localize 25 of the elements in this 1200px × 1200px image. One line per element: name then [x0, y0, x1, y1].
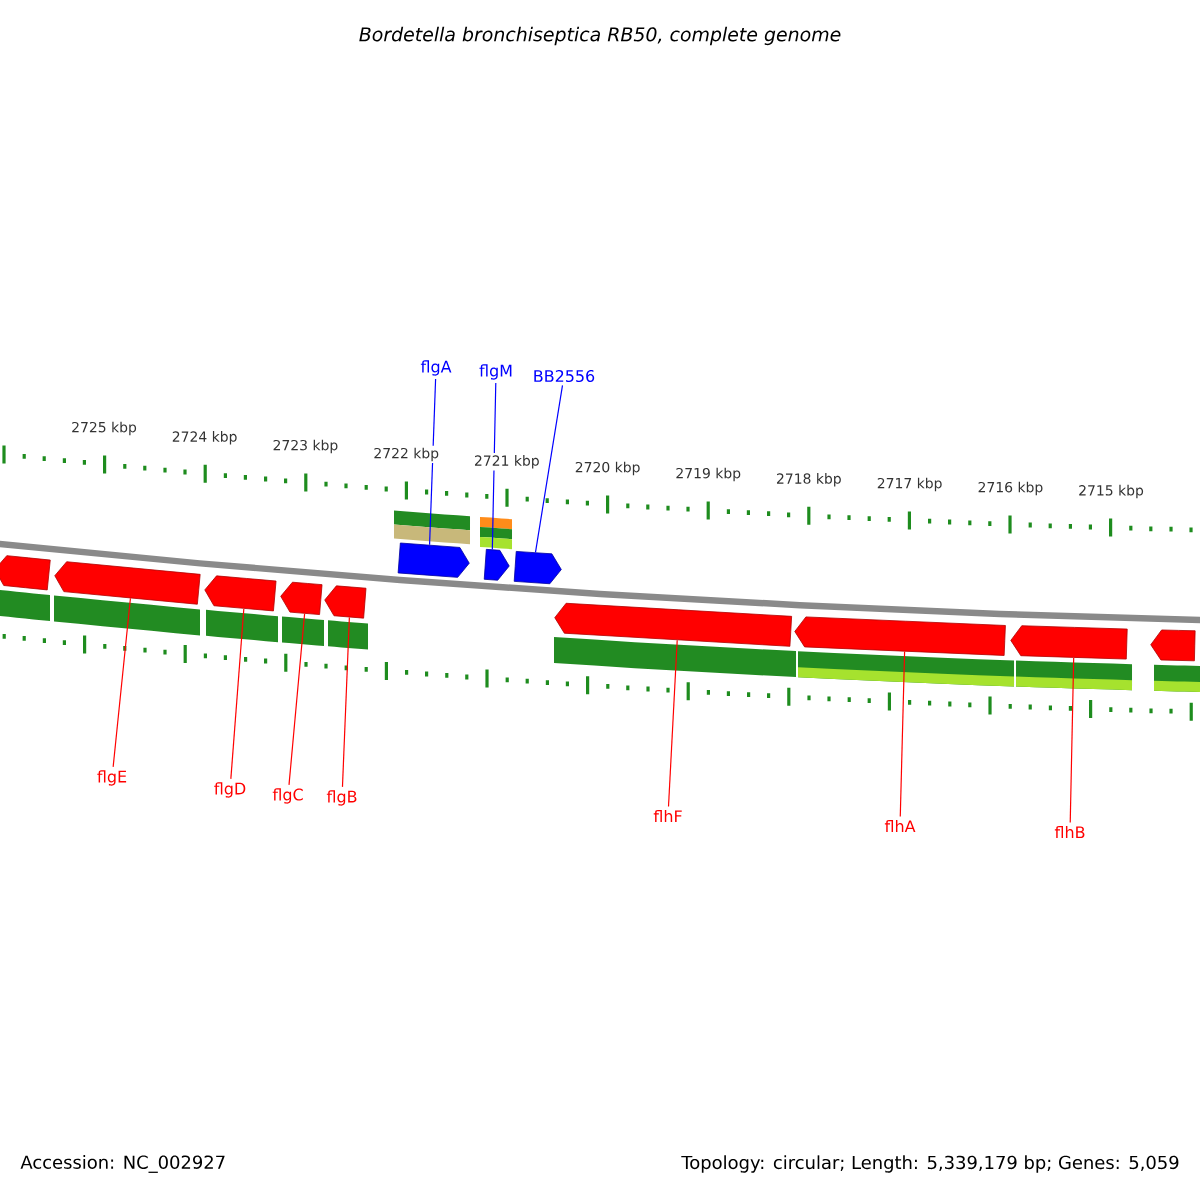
accession-label: Accession: NC_002927 [20, 1155, 225, 1173]
leader-line [428, 378, 437, 546]
gene-block [204, 575, 278, 643]
title: Bordetella bronchiseptica RB50, complete genome [359, 26, 841, 46]
leader-line [288, 613, 306, 786]
gene-block [794, 616, 1014, 687]
gene-block [324, 585, 368, 650]
leader-line [112, 597, 132, 768]
gene-block [1010, 625, 1132, 691]
leader-line [667, 639, 678, 808]
gene-block [1150, 629, 1200, 692]
leader-line [1069, 657, 1075, 824]
gene-block [0, 555, 51, 621]
leader-line [491, 382, 497, 550]
gene-block [554, 602, 796, 677]
leader-line [534, 384, 564, 553]
leader-line [899, 651, 906, 818]
gene-block [513, 551, 562, 585]
gene-block [480, 517, 512, 581]
gene-block [280, 581, 324, 646]
gene-block [54, 561, 201, 636]
genome-info-label: Topology: circular; Length: 5,339,179 bp; Genes: 5,059 [681, 1155, 1179, 1173]
gene-block [394, 510, 470, 578]
leader-line [341, 616, 350, 788]
leader-line [230, 608, 245, 780]
